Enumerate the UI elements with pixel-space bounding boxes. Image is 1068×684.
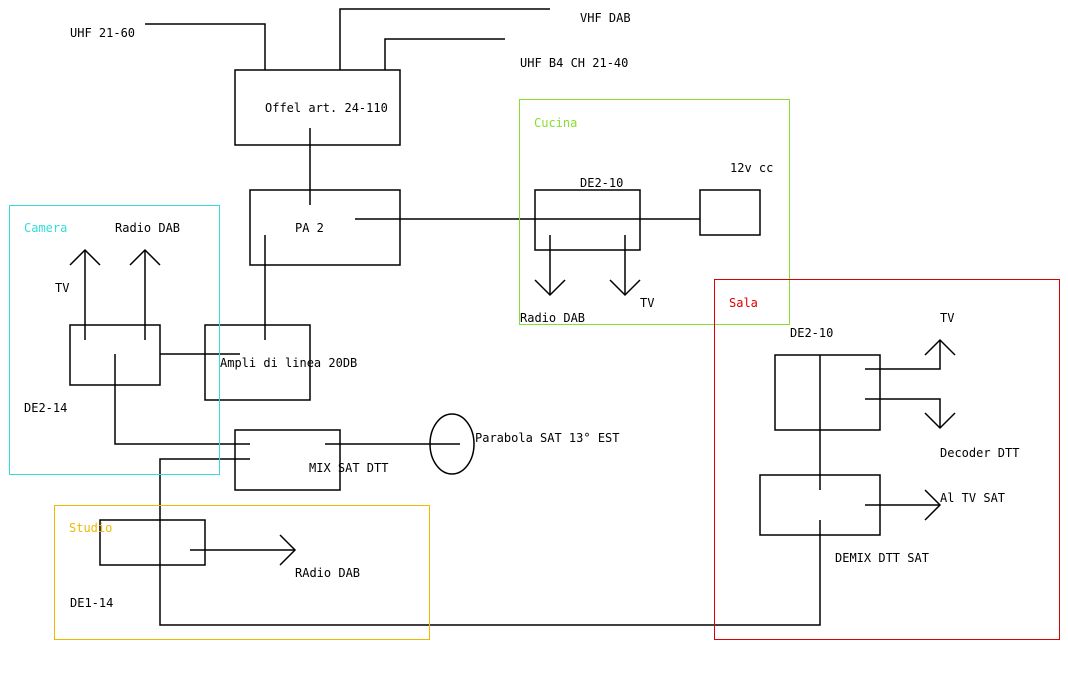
room-cucina: [519, 99, 790, 325]
wire-mix-studio: [159, 458, 821, 626]
wire-ampli-mix: [114, 353, 250, 445]
sala-splitter-box: [774, 354, 881, 431]
ampli-box: [204, 324, 311, 401]
antenna-vhf-dab-label: VHF DAB: [580, 11, 631, 25]
pa2-label: PA 2: [295, 221, 324, 235]
cucina-tv-arrowhead: [609, 279, 641, 297]
psu-box: [699, 189, 761, 236]
wire-uhf-21-60: [145, 23, 266, 70]
room-sala: [714, 279, 1060, 640]
cucina-splitter-label: DE2-10: [580, 176, 624, 190]
cucina-radio-label: Radio DAB: [520, 311, 586, 325]
psu-label: 12v cc: [730, 161, 774, 175]
studio-splitter-label: DE1-14: [70, 596, 114, 610]
sala-tv-arrow: [865, 340, 941, 370]
sala-decoder-label: Decoder DTT: [940, 446, 1020, 460]
sala-tvsat-arrowhead: [924, 489, 942, 521]
parabola-dish: [429, 413, 475, 475]
cucina-tv-label: TV: [640, 296, 655, 310]
room-camera-title: Camera: [24, 221, 68, 235]
sala-decoder-arrowhead: [924, 412, 956, 430]
studio-radio-arrowhead: [279, 534, 297, 566]
parabola-label: Parabola SAT 13° EST: [475, 431, 620, 445]
camera-splitter-label: DE2-14: [24, 401, 68, 415]
studio-splitter-box: [99, 519, 206, 566]
antenna-uhf-21-60-label: UHF 21-60: [70, 26, 136, 40]
camera-tv-label: TV: [55, 281, 70, 295]
sala-tv-label: TV: [940, 311, 955, 325]
cucina-radio-arrowhead: [534, 279, 566, 297]
cucina-splitter-box: [534, 189, 641, 251]
room-cucina-title: Cucina: [534, 116, 578, 130]
sala-decoder-arrow: [865, 398, 941, 428]
room-camera: [9, 205, 220, 475]
room-studio-title: Studio: [69, 521, 113, 535]
mix-label: MIX SAT DTT: [309, 461, 389, 475]
studio-radio-label: RAdio DAB: [295, 566, 361, 580]
camera-splitter-box: [69, 324, 161, 386]
sala-tvsat-label: Al TV SAT: [940, 491, 1006, 505]
pa2-box: [249, 189, 401, 266]
mix-box: [234, 429, 341, 491]
camera-radio-arrowhead: [129, 248, 161, 266]
antenna-uhf-b4-label: UHF B4 CH 21-40: [520, 56, 629, 70]
camera-tv-arrowhead: [69, 248, 101, 266]
room-studio: [54, 505, 430, 640]
sala-splitter-label: DE2-10: [790, 326, 834, 340]
sala-demix-label: DEMIX DTT SAT: [835, 551, 929, 565]
camera-radio-label: Radio DAB: [115, 221, 181, 235]
offel-label: Offel art. 24-110: [265, 101, 388, 115]
sala-tv-arrowhead: [924, 338, 956, 356]
wire-vhf-dab: [339, 8, 550, 70]
ampli-label: Ampli di linea 20DB: [220, 356, 358, 370]
offel-box: [234, 69, 401, 146]
wire-uhf-b4: [384, 38, 505, 70]
room-sala-title: Sala: [729, 296, 758, 310]
